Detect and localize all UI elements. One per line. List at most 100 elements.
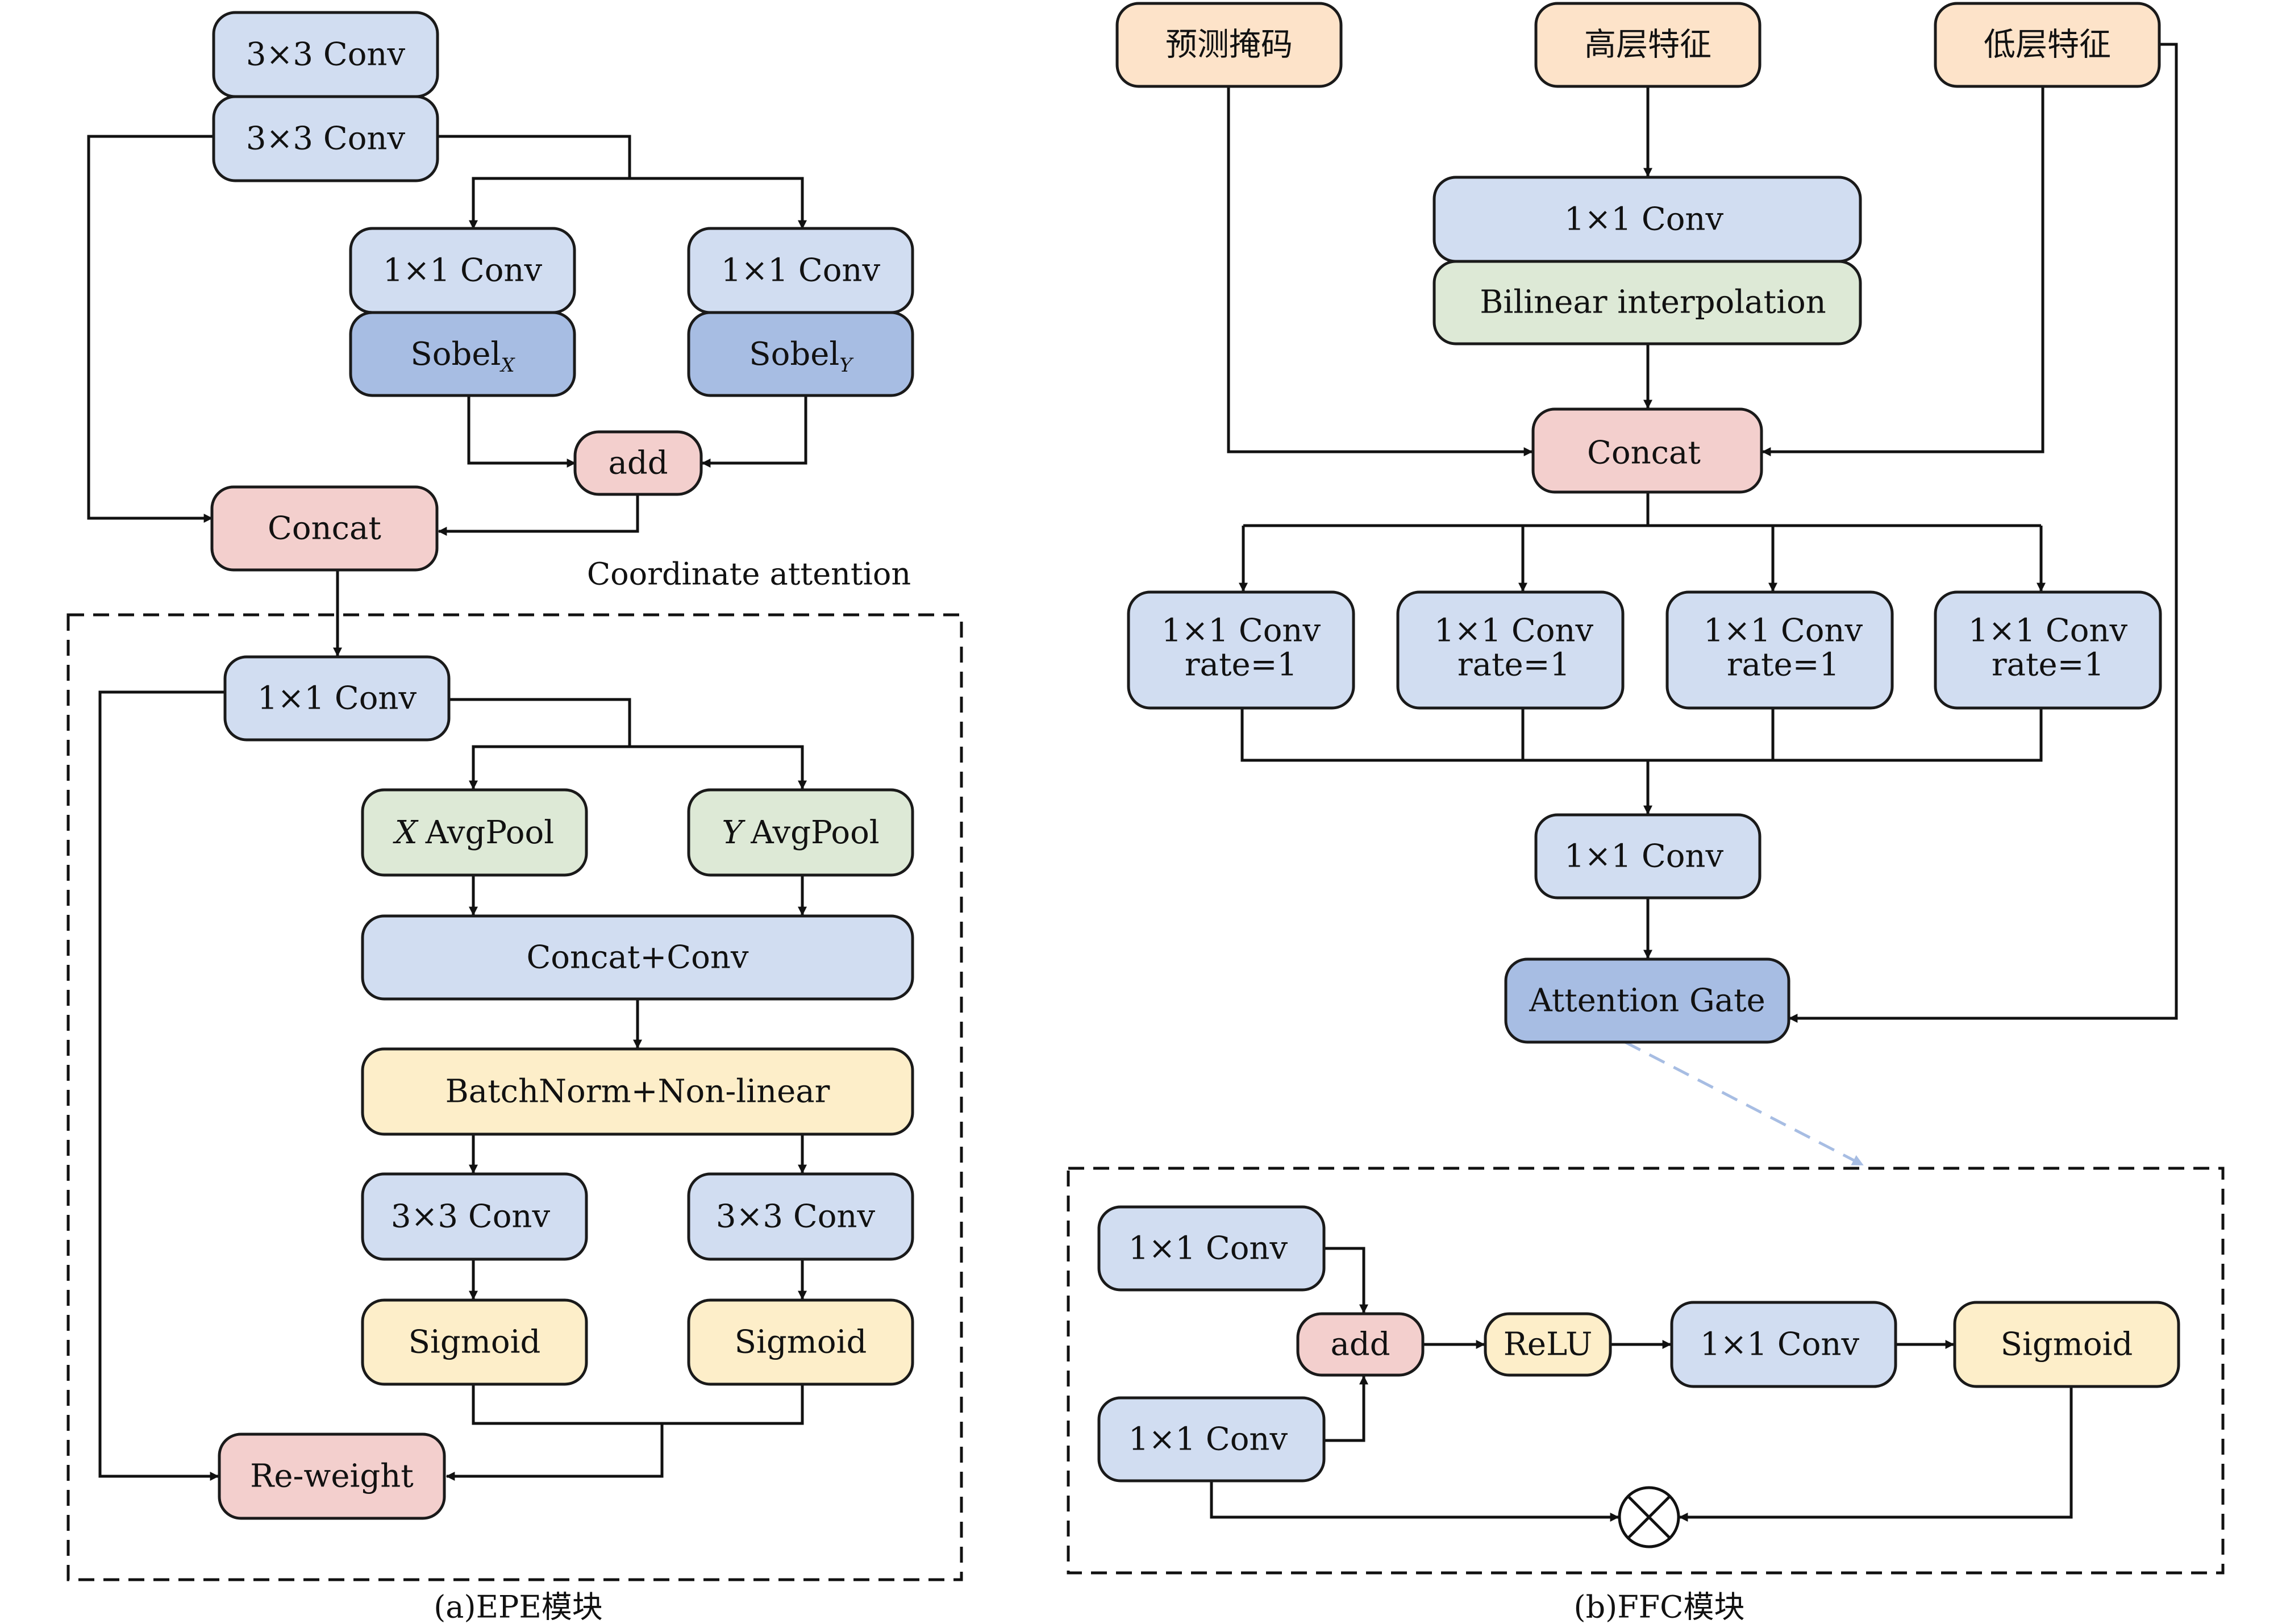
node-label: SobelY xyxy=(749,336,854,377)
ca-concat-conv: Concat+Conv xyxy=(361,914,914,1001)
ffc-caption: (b)FFC模块 xyxy=(1574,1589,1745,1624)
node-box xyxy=(1534,2,1762,88)
node-box xyxy=(1534,813,1762,900)
coordinate-attention-label: Coordinate attention xyxy=(587,556,911,592)
node-box xyxy=(1127,590,1355,710)
edge-low-to-attention-gate xyxy=(1788,43,2178,1023)
ag-conv1-top: 1×1 Conv xyxy=(1097,1205,1326,1292)
node-label: 1×1 Conv xyxy=(1564,838,1724,875)
ffc-concat: Concat xyxy=(1531,407,1763,494)
node-label: 1×1 Conv xyxy=(1564,201,1724,238)
branch-rate-label: rate=1 xyxy=(1458,647,1570,684)
node-box xyxy=(349,311,576,397)
multiply-icon xyxy=(1618,1486,1680,1548)
edge-conv-bottom-to-multiply xyxy=(1210,1481,1619,1522)
node-box xyxy=(1396,590,1625,710)
ffc-input-high: 高层特征 xyxy=(1534,2,1762,88)
edge-ca-split-to-ypool xyxy=(630,745,807,790)
edge-sigmoid-to-multiply xyxy=(1679,1386,2073,1522)
node-label: Sigmoid xyxy=(2001,1326,2133,1363)
node-box xyxy=(1934,590,2162,710)
node-label: Sigmoid xyxy=(409,1324,541,1361)
node-label: 1×1 Conv xyxy=(1700,1326,1860,1363)
epe-add: add xyxy=(573,430,703,496)
edge-concat-split xyxy=(1243,492,2041,527)
node-box xyxy=(687,311,914,397)
edge-ag-conv-bottom-to-add xyxy=(1324,1375,1369,1442)
node-label: 3×3 Conv xyxy=(716,1198,876,1235)
node-box xyxy=(1953,1301,2180,1388)
node-box xyxy=(687,1172,914,1261)
node-label: Bilinear interpolation xyxy=(1480,284,1826,321)
sobel-y-subscript: Y xyxy=(839,354,854,377)
node-label: BatchNorm+Non-linear xyxy=(445,1073,830,1110)
edge-sigmoids-merge xyxy=(472,1384,804,1425)
edge-add-to-concat xyxy=(438,494,639,536)
node-box xyxy=(687,1298,914,1386)
sobel-y-text: Sobel xyxy=(749,336,839,373)
node-box xyxy=(361,788,588,877)
edge-branches-merge xyxy=(1240,708,2043,762)
node-label: 预测掩码 xyxy=(1165,27,1293,64)
ag-add: add xyxy=(1296,1312,1425,1377)
epe-conv1-right: 1×1 Conv xyxy=(687,227,914,314)
edge-ca-skip-to-reweight xyxy=(98,690,225,1481)
node-label: 3×3 Conv xyxy=(246,36,406,73)
node-box xyxy=(1531,407,1763,494)
ca-conv3-right: 3×3 Conv xyxy=(687,1172,914,1261)
node-label: 1×1 Conv xyxy=(721,252,881,289)
epe-conv3-top: 3×3 Conv xyxy=(212,11,439,98)
ffc-bilinear: Bilinear interpolation xyxy=(1433,260,1862,345)
branch-conv-label: 1×1 Conv xyxy=(1161,613,1321,649)
ffc-conv1-merge: 1×1 Conv xyxy=(1534,813,1762,900)
edge-sigmoids-to-reweight xyxy=(445,1423,664,1481)
branch-rate-label: rate=1 xyxy=(1185,647,1297,684)
ca-sigmoid-right: Sigmoid xyxy=(687,1298,914,1386)
branch-rate-label: rate=1 xyxy=(1992,647,2104,684)
branch-conv-label: 1×1 Conv xyxy=(1704,613,1863,649)
node-label: 1×1 Conv xyxy=(383,252,543,289)
node-box xyxy=(1665,590,1894,710)
ca-batchnorm: BatchNorm+Non-linear xyxy=(361,1047,914,1136)
node-label: Sigmoid xyxy=(735,1324,867,1361)
node-box xyxy=(361,1047,914,1136)
node-box xyxy=(1296,1312,1425,1377)
epe-connectors xyxy=(87,135,807,1481)
edge-ag-conv-top-to-add xyxy=(1324,1247,1369,1314)
node-label: Concat xyxy=(1587,435,1701,472)
node-label: Attention Gate xyxy=(1529,982,1765,1019)
edge-sobely-to-add xyxy=(701,395,807,468)
y-axis-text: Y xyxy=(722,814,746,851)
ag-sigmoid: Sigmoid xyxy=(1953,1301,2180,1388)
edge-ca-conv-to-split xyxy=(449,698,631,747)
ag-conv1-mid: 1×1 Conv xyxy=(1670,1301,1897,1388)
ag-relu: ReLU xyxy=(1484,1312,1612,1377)
sobel-x-text: Sobel xyxy=(410,336,501,373)
edge-low-to-concat xyxy=(1762,86,2044,457)
ca-reweight: Re-weight xyxy=(218,1433,446,1520)
x-avgpool-text: AvgPool xyxy=(425,814,554,851)
node-box xyxy=(361,1298,588,1386)
attention-gate-detail-link xyxy=(1624,1040,1864,1167)
epe-sobel-y: SobelY xyxy=(687,311,914,397)
ffc-input-low: 低层特征 xyxy=(1934,2,2161,88)
node-box xyxy=(1484,1312,1612,1377)
edge-conv3-to-split xyxy=(438,135,631,178)
node-label: 3×3 Conv xyxy=(246,120,406,157)
node-box xyxy=(223,655,451,742)
node-box xyxy=(687,788,914,877)
branch-conv-label: 1×1 Conv xyxy=(1968,613,2128,649)
node-label: 3×3 Conv xyxy=(391,1198,551,1235)
node-box xyxy=(361,914,914,1001)
node-box xyxy=(218,1433,446,1520)
node-label: SobelX xyxy=(410,336,515,377)
ca-conv1: 1×1 Conv xyxy=(223,655,451,742)
attention-gate-detail-frame xyxy=(1067,1167,2225,1575)
node-label: Concat+Conv xyxy=(526,939,748,976)
edge-split-to-conv1-left xyxy=(468,177,630,230)
epe-concat: Concat xyxy=(210,485,439,572)
y-avgpool-text: AvgPool xyxy=(750,814,879,851)
